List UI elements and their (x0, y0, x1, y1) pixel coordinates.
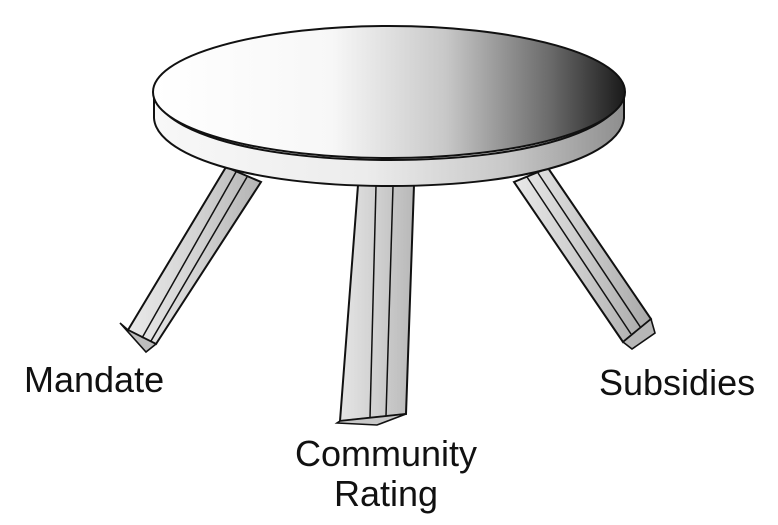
stool-seat-top (153, 26, 625, 158)
subsidies-label: Subsidies (599, 362, 755, 403)
community-rating-label: Community Rating (274, 434, 498, 515)
center-leg (337, 185, 414, 425)
mandate-label: Mandate (24, 359, 164, 400)
right-leg (514, 168, 655, 349)
community-rating-label-line-2: Rating (274, 474, 498, 514)
left-leg (120, 167, 261, 352)
community-rating-label-line-1: Community (274, 434, 498, 474)
